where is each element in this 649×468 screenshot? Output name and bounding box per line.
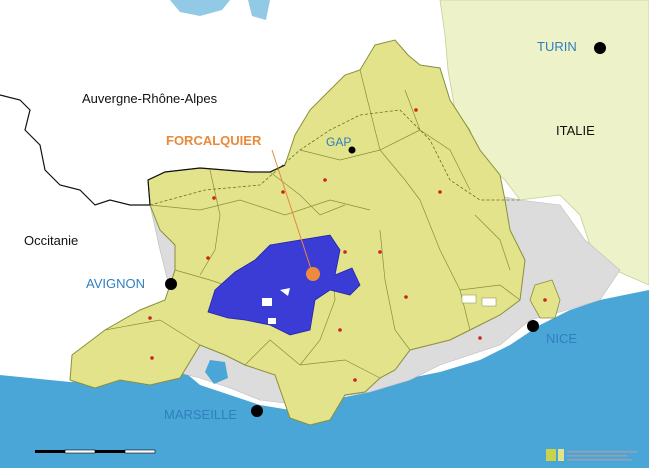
city-label-turin: TURIN xyxy=(537,39,577,54)
regional-border xyxy=(0,94,150,206)
source-legend-icon xyxy=(522,445,642,465)
region-label-occitanie: Occitanie xyxy=(24,233,79,248)
forcalquier-pointer xyxy=(271,149,313,273)
town-dots xyxy=(148,108,547,382)
city-label-avignon: AVIGNON xyxy=(86,276,145,291)
gap-dot xyxy=(348,146,356,154)
lake-patch xyxy=(481,297,497,307)
area-hole xyxy=(280,288,290,296)
forcalquier-community-area xyxy=(207,234,361,336)
marseille-dot xyxy=(251,405,263,417)
area-hole xyxy=(268,318,276,324)
city-label-marseille: MARSEILLE xyxy=(164,407,237,422)
country-label-italie: ITALIE xyxy=(556,123,595,138)
top-water xyxy=(170,0,230,16)
city-label-gap: GAP xyxy=(326,135,352,149)
turin-dot xyxy=(594,42,606,54)
regional-border-north xyxy=(147,164,286,206)
region-label-auvergne: Auvergne-Rhône-Alpes xyxy=(82,91,218,106)
city-label-nice: NICE xyxy=(546,331,578,346)
lake-patch xyxy=(461,294,477,304)
top-water-2 xyxy=(248,0,270,20)
area-hole xyxy=(262,298,272,306)
mediterranean-sea xyxy=(0,290,649,468)
forcalquier-dot xyxy=(306,267,320,281)
avignon-dot xyxy=(165,278,177,290)
scale-bar-icon xyxy=(35,449,156,454)
forcalquier-label: FORCALQUIER xyxy=(166,133,262,148)
nice-dot xyxy=(527,320,539,332)
commune-boundaries xyxy=(104,69,521,379)
lake-patch xyxy=(205,360,228,384)
